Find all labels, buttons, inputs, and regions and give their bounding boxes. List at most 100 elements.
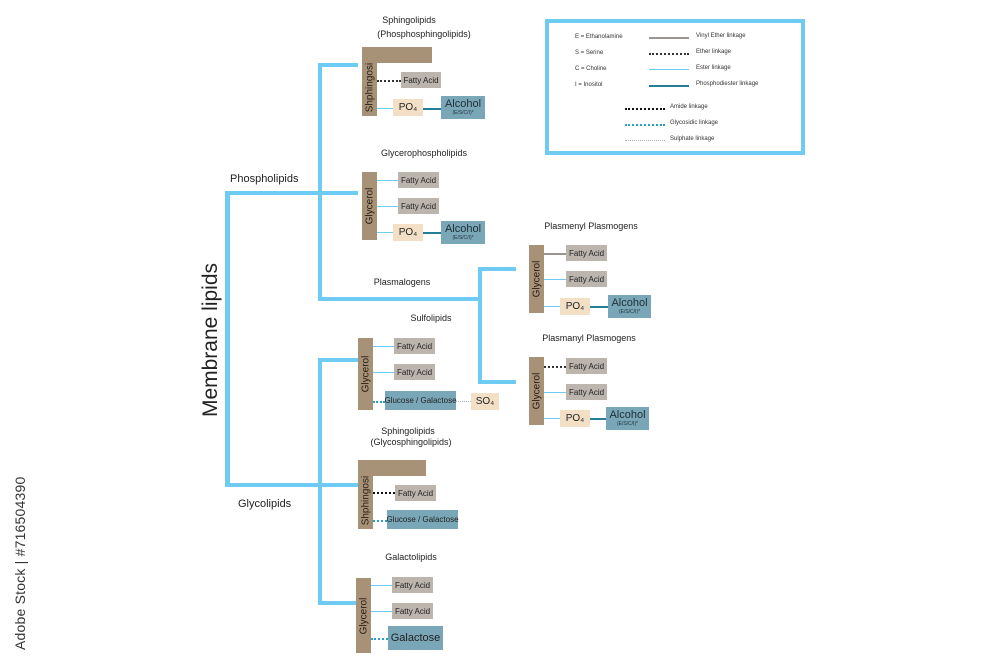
tree-glyco-top	[318, 358, 358, 362]
tree-glyco-bottom	[318, 601, 358, 605]
tree-plasmenyl-stub	[478, 267, 516, 271]
vinyl-ether-link	[544, 253, 566, 255]
legend-phosphodiester-label: Phosphodiester linkage	[696, 81, 759, 87]
tree-trunk	[225, 191, 230, 487]
legend-ether-swatch	[649, 53, 689, 55]
fatty-acid-box: Fatty Acid	[392, 603, 433, 619]
amide-link	[373, 492, 395, 494]
sulphate-box: SO₄	[471, 393, 499, 410]
heading-plasmanyl-plasmogens: Plasmanyl Plasmogens	[542, 333, 636, 343]
tree-plasmalogen-link	[318, 297, 482, 301]
legend-sulphate-swatch	[625, 140, 665, 141]
glycolipids-label: Glycolipids	[238, 498, 292, 510]
phosphodiester-link	[423, 232, 441, 234]
fatty-acid-box: Fatty Acid	[566, 271, 607, 287]
legend-vinyl-swatch	[649, 37, 689, 39]
ester-link	[377, 108, 393, 109]
legend-ester-swatch	[649, 69, 689, 70]
tree-plasma-vertical	[478, 267, 482, 383]
legend-glycosidic-label: Glycosidic linkage	[670, 120, 719, 126]
heading-sulfolipids: Sulfolipids	[410, 313, 452, 323]
fatty-acid-box: Fatty Acid	[392, 577, 433, 593]
ester-link	[544, 306, 560, 307]
glucose-galactose-box: Glucose / Galactose	[386, 510, 459, 529]
legend-amide-label: Amide linkage	[670, 104, 708, 110]
sphingosine-top-arm	[362, 47, 432, 63]
alcohol-box: Alcohol (E/S/C/I)*	[441, 221, 485, 244]
legend-abbr-serine: S = Serine	[575, 50, 604, 56]
tree-plasmanyl-stub	[478, 380, 516, 384]
fatty-acid-box: Fatty Acid	[394, 338, 435, 354]
glucose-galactose-box: Glucose / Galactose	[384, 391, 457, 410]
ester-link	[373, 346, 394, 347]
tree-glyco-mid	[318, 483, 358, 487]
sulphate-link	[456, 401, 471, 402]
fatty-acid-box: Fatty Acid	[398, 172, 439, 188]
galactose-box: Galactose	[388, 626, 443, 650]
membrane-lipids-title: Membrane lipids	[199, 262, 223, 418]
tree-phospho-top	[318, 63, 358, 67]
sphingosine-top-arm	[358, 460, 426, 476]
heading-glycerophospholipids: Glycerophospholipids	[380, 148, 468, 158]
heading-plasmenyl-plasmogens: Plasmenyl Plasmogens	[544, 221, 638, 231]
alcohol-box: Alcohol (E/S/C/I)*	[608, 295, 651, 318]
glycerol-backbone: Glycerol	[356, 578, 371, 653]
heading-galactolipids: Galactolipids	[385, 552, 437, 562]
alcohol-box: Alcohol (E/S/C/I)*	[606, 407, 649, 430]
legend-abbr-ethanolamine: E = Ethanolamine	[575, 34, 623, 40]
sphingosine-backbone: Shphingosine	[362, 47, 377, 116]
heading-sphingolipids-glyco: Sphingolipids	[381, 426, 435, 436]
legend-sulphate-label: Sulphate linkage	[670, 136, 715, 142]
ester-link	[371, 611, 392, 612]
legend-phosphodiester-swatch	[649, 85, 689, 87]
alcohol-box: Alcohol (E/S/C/I)*	[441, 96, 485, 119]
glycosidic-link	[373, 520, 387, 522]
phosphodiester-link	[590, 418, 606, 420]
tree-glyco-vertical	[318, 358, 322, 604]
phosphate-box: PO₄	[560, 298, 590, 315]
ester-link	[373, 372, 394, 373]
glycosidic-link	[371, 638, 388, 640]
heading-phosphosphingolipids: (Phosphosphingolipids)	[377, 29, 471, 39]
phosphodiester-link	[423, 108, 441, 110]
fatty-acid-box: Fatty Acid	[566, 384, 607, 400]
fatty-acid-box: Fatty Acid	[398, 198, 439, 214]
legend-vinyl-label: Vinyl Ether linkage	[696, 33, 746, 39]
legend-ester-label: Ester linkage	[696, 65, 731, 71]
tree-glycolipids-stub	[225, 483, 320, 487]
tree-phospholipids-stub	[225, 191, 320, 195]
ester-link	[377, 180, 398, 181]
ester-link	[544, 418, 560, 419]
ether-link	[544, 366, 566, 368]
heading-glycosphingolipids: (Glycosphingolipids)	[370, 437, 452, 447]
legend-amide-swatch	[625, 108, 665, 110]
glycerol-backbone: Glycerol	[529, 245, 544, 313]
ester-link	[377, 206, 398, 207]
glycerol-backbone: Glycerol	[362, 172, 377, 240]
fatty-acid-box: Fatty Acid	[566, 245, 607, 261]
ester-link	[377, 232, 393, 233]
phosphodiester-link	[590, 306, 608, 308]
glycosidic-link	[373, 401, 385, 403]
stock-id-watermark: Adobe Stock | #716504390	[12, 476, 28, 650]
heading-sphingolipids-phospho: Sphingolipids	[382, 15, 436, 25]
fatty-acid-box: Fatty Acid	[395, 485, 436, 501]
ether-link	[377, 80, 401, 82]
fatty-acid-box: Fatty Acid	[401, 72, 441, 88]
phosphate-box: PO₄	[393, 99, 423, 116]
ester-link	[371, 585, 392, 586]
fatty-acid-box: Fatty Acid	[394, 364, 435, 380]
tree-phospho-vertical	[318, 63, 322, 301]
ester-link	[544, 279, 566, 280]
legend-glycosidic-swatch	[625, 124, 665, 126]
phosphate-box: PO₄	[393, 224, 423, 241]
sphingosine-backbone: Shphingosine	[358, 460, 373, 529]
legend-box: E = Ethanolamine S = Serine C = Choline …	[545, 19, 805, 155]
legend-abbr-choline: C = Choline	[575, 66, 607, 72]
fatty-acid-box: Fatty Acid	[566, 358, 607, 374]
heading-plasmalogens: Plasmalogens	[373, 277, 431, 287]
ester-link	[544, 392, 566, 393]
glycerol-backbone: Glycerol	[529, 357, 544, 425]
legend-ether-label: Ether linkage	[696, 49, 732, 55]
